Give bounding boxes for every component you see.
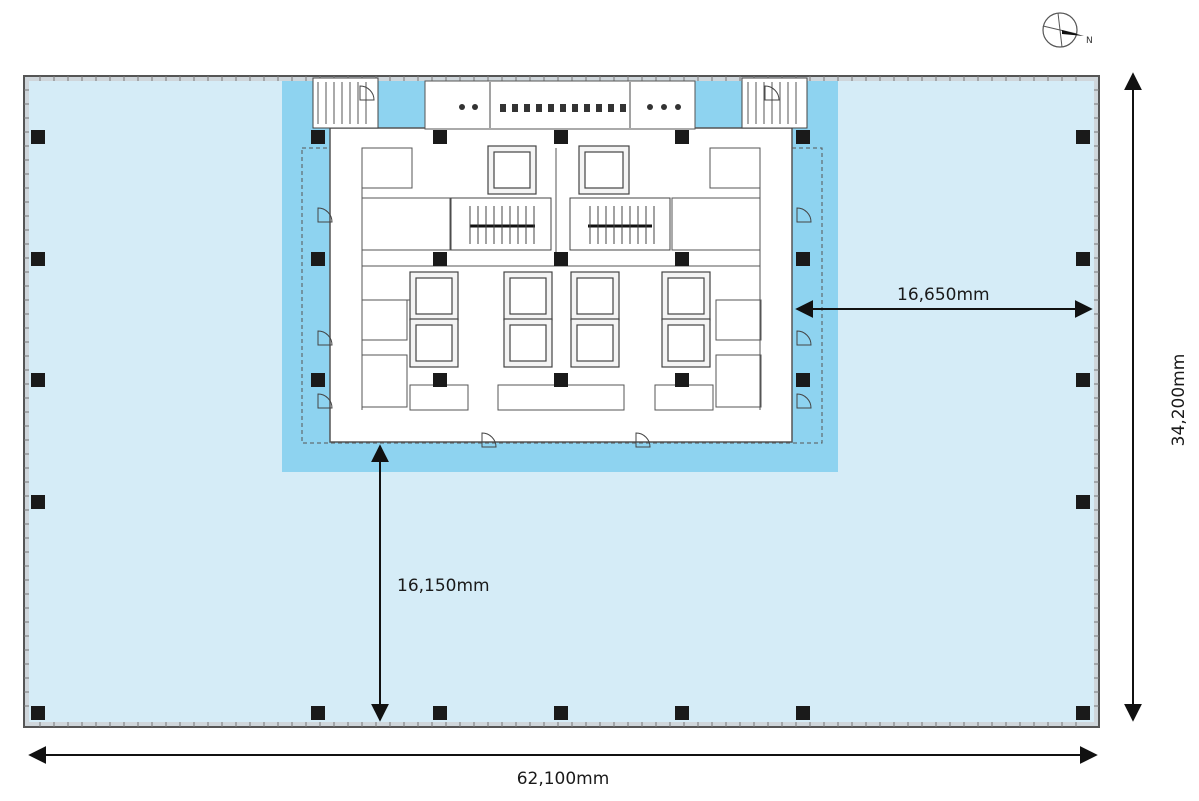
- column: [31, 373, 45, 387]
- elevator-car: [509, 277, 547, 315]
- column: [31, 706, 45, 720]
- column: [1076, 373, 1090, 387]
- elevator-car: [584, 151, 624, 189]
- toilet-fixture: [608, 104, 614, 112]
- door-swing: [796, 393, 812, 409]
- elevator-car: [415, 277, 453, 315]
- column: [554, 130, 568, 144]
- sink-fixture: [661, 104, 667, 110]
- toilet-fixture: [596, 104, 602, 112]
- column: [796, 252, 810, 266]
- column: [796, 706, 810, 720]
- door-swing: [796, 207, 812, 223]
- column: [433, 130, 447, 144]
- column: [675, 252, 689, 266]
- elevator-car: [667, 277, 705, 315]
- sink-fixture: [459, 104, 465, 110]
- elevator-car: [415, 324, 453, 362]
- toilet-fixture: [560, 104, 566, 112]
- sink-fixture: [675, 104, 681, 110]
- column: [311, 373, 325, 387]
- compass-icon: N: [1042, 12, 1093, 48]
- column: [433, 373, 447, 387]
- column: [433, 706, 447, 720]
- column: [31, 252, 45, 266]
- toilet-fixture: [620, 104, 626, 112]
- column: [554, 252, 568, 266]
- column: [311, 252, 325, 266]
- column: [675, 373, 689, 387]
- core-south-dimension-label: 16,150mm: [397, 576, 490, 596]
- elevator-car: [667, 324, 705, 362]
- door-swing: [481, 432, 497, 448]
- door-swing: [317, 393, 333, 409]
- column: [1076, 130, 1090, 144]
- dimension-core-south: 16,150mm: [371, 444, 490, 722]
- column: [311, 706, 325, 720]
- door-swing: [317, 330, 333, 346]
- building-core: [312, 77, 808, 443]
- column: [311, 130, 325, 144]
- stair-icon: [312, 77, 808, 129]
- elevator-car: [509, 324, 547, 362]
- dimension-core-east: 16,650mm: [795, 285, 1093, 318]
- door-swing: [796, 330, 812, 346]
- structural-columns: [31, 130, 1090, 720]
- door-swing: [359, 85, 375, 101]
- column: [1076, 252, 1090, 266]
- door-swing: [764, 85, 780, 101]
- column: [31, 495, 45, 509]
- width-dimension-label: 62,100mm: [517, 769, 610, 789]
- column: [554, 706, 568, 720]
- toilet-fixture: [524, 104, 530, 112]
- column: [796, 130, 810, 144]
- elevator-car: [576, 324, 614, 362]
- core-east-dimension-label: 16,650mm: [897, 285, 990, 305]
- toilet-fixture: [584, 104, 590, 112]
- dimension-depth: 34,200mm: [1124, 72, 1189, 722]
- door-swing: [317, 207, 333, 223]
- sink-fixture: [472, 104, 478, 110]
- toilet-fixture: [536, 104, 542, 112]
- door-swing: [635, 432, 651, 448]
- toilet-fixture: [500, 104, 506, 112]
- sink-fixture: [647, 104, 653, 110]
- column: [796, 373, 810, 387]
- column: [1076, 495, 1090, 509]
- door-icon: [317, 85, 812, 448]
- dimension-width: 62,100mm: [28, 746, 1098, 789]
- column: [1076, 706, 1090, 720]
- toilet-fixture: [512, 104, 518, 112]
- toilet-fixture: [548, 104, 554, 112]
- column: [675, 130, 689, 144]
- column: [675, 706, 689, 720]
- stair-icon: [450, 197, 671, 251]
- toilet-fixture: [572, 104, 578, 112]
- toilet-icon: [489, 82, 631, 128]
- elevator-car: [493, 151, 531, 189]
- elevator-icon: [409, 145, 711, 368]
- depth-dimension-label: 34,200mm: [1169, 354, 1189, 447]
- elevator-car: [576, 277, 614, 315]
- column: [31, 130, 45, 144]
- column: [433, 252, 447, 266]
- north-arrow-label: N: [1086, 36, 1093, 46]
- column: [554, 373, 568, 387]
